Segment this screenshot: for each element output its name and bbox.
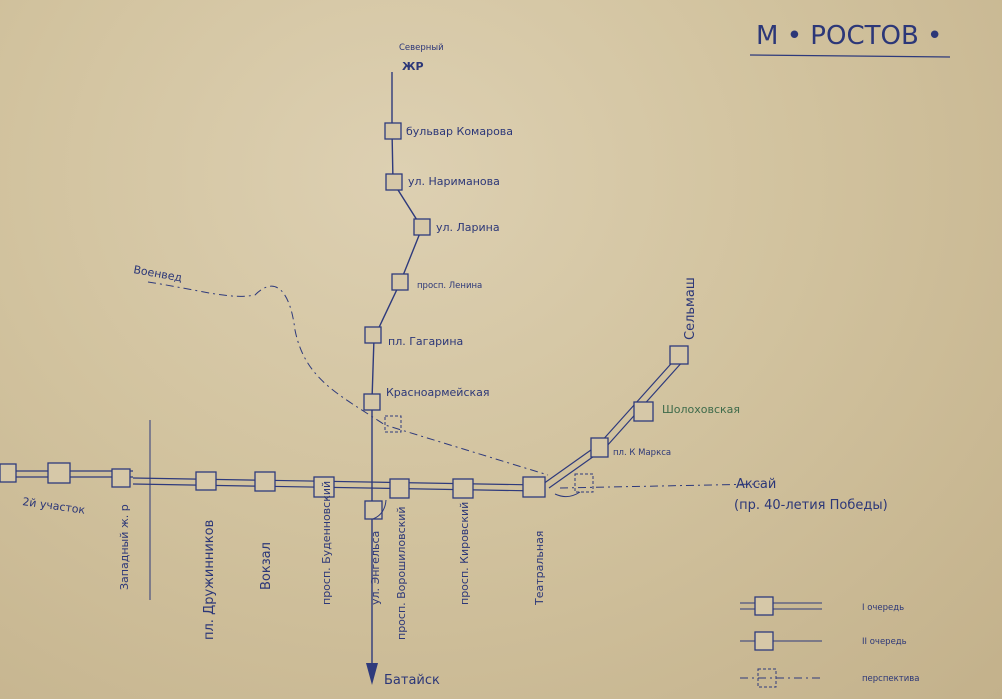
station-west-end[interactable]	[0, 463, 17, 483]
title-underline	[749, 54, 951, 58]
label-engelsa: ул. Энгельса	[369, 531, 382, 605]
label-aksay: Аксай	[736, 477, 776, 492]
bataysk-arrow-icon	[366, 663, 378, 685]
label-teatralnaya: Театральная	[533, 531, 546, 606]
label-k-marksa: пл. К Маркса	[613, 448, 671, 458]
north-terminus-line1: Северный	[399, 43, 444, 53]
station-kirovsky[interactable]	[452, 478, 474, 499]
station-lenina[interactable]	[391, 273, 409, 291]
legend-prospective-icon	[757, 668, 777, 688]
aksay-branch	[559, 483, 761, 489]
legend-second-queue: II очередь	[862, 637, 907, 647]
legend-second-queue-icon	[754, 631, 774, 651]
station-vokzal[interactable]	[254, 471, 276, 492]
station-aksay-planned[interactable]	[574, 473, 594, 493]
map-title: М • РОСТОВ •	[756, 21, 942, 51]
legend-first-queue-icon	[754, 596, 774, 616]
label-selmash: Сельмаш	[683, 277, 698, 340]
station-narimanova[interactable]	[385, 173, 403, 191]
station-zapadny[interactable]	[111, 468, 131, 488]
label-bataysk: Батайск	[384, 673, 440, 688]
station-krasnoarmeyskaya[interactable]	[363, 393, 381, 411]
station-selmash[interactable]	[669, 345, 689, 365]
legend: I очередь II очередь перспектива	[740, 596, 919, 688]
label-budennovsky: просп. Буденновский	[320, 481, 333, 605]
label-krasnoarmeyskaya: Красноармейская	[386, 386, 490, 399]
label-aksay-sub: (пр. 40-летия Победы)	[734, 498, 888, 513]
station-larina[interactable]	[413, 218, 431, 236]
station-budennovsky[interactable]	[313, 476, 335, 498]
label-sholokhovskaya: Шолоховская	[662, 403, 740, 416]
east-line	[542, 355, 685, 489]
legend-first-queue: I очередь	[862, 603, 904, 613]
station-teatralnaya[interactable]	[522, 476, 546, 498]
label-kirovsky: просп. Кировский	[458, 502, 471, 605]
label-bulvar-komarova: бульвар Комарова	[406, 125, 513, 138]
station-gagarina[interactable]	[364, 326, 382, 344]
legend-prospective: перспектива	[862, 674, 919, 684]
label-voroshilovsky: просп. Ворошиловский	[395, 506, 408, 640]
label-zapadny: Западный ж. р	[118, 504, 131, 590]
station-druzhinnikov[interactable]	[195, 471, 217, 491]
label-druzhinnikov: пл. Дружинников	[202, 520, 217, 640]
label-lenina: просп. Ленина	[417, 281, 482, 291]
station-bulvar-komarova[interactable]	[384, 122, 402, 140]
label-gagarina: пл. Гагарина	[388, 335, 463, 348]
label-2-uchastok: 2й участок	[22, 495, 87, 517]
station-2-uchastok[interactable]	[47, 462, 71, 484]
station-sholokhovskaya[interactable]	[633, 401, 654, 422]
teatralnaya-transfer	[554, 491, 581, 498]
engelsa-transfer	[372, 499, 387, 520]
north-terminus-line2: ЖР	[402, 60, 424, 73]
label-narimanova: ул. Нариманова	[408, 175, 500, 188]
label-larina: ул. Ларина	[436, 221, 500, 234]
label-voenved: Военвед	[132, 263, 183, 284]
label-vokzal: Вокзал	[259, 542, 274, 590]
station-krasnoarmeyskaya-planned[interactable]	[384, 415, 402, 433]
station-k-marksa[interactable]	[590, 437, 609, 458]
station-voroshilovsky[interactable]	[389, 478, 410, 499]
station-engelsa[interactable]	[364, 500, 383, 520]
voenved-branch	[147, 281, 549, 476]
